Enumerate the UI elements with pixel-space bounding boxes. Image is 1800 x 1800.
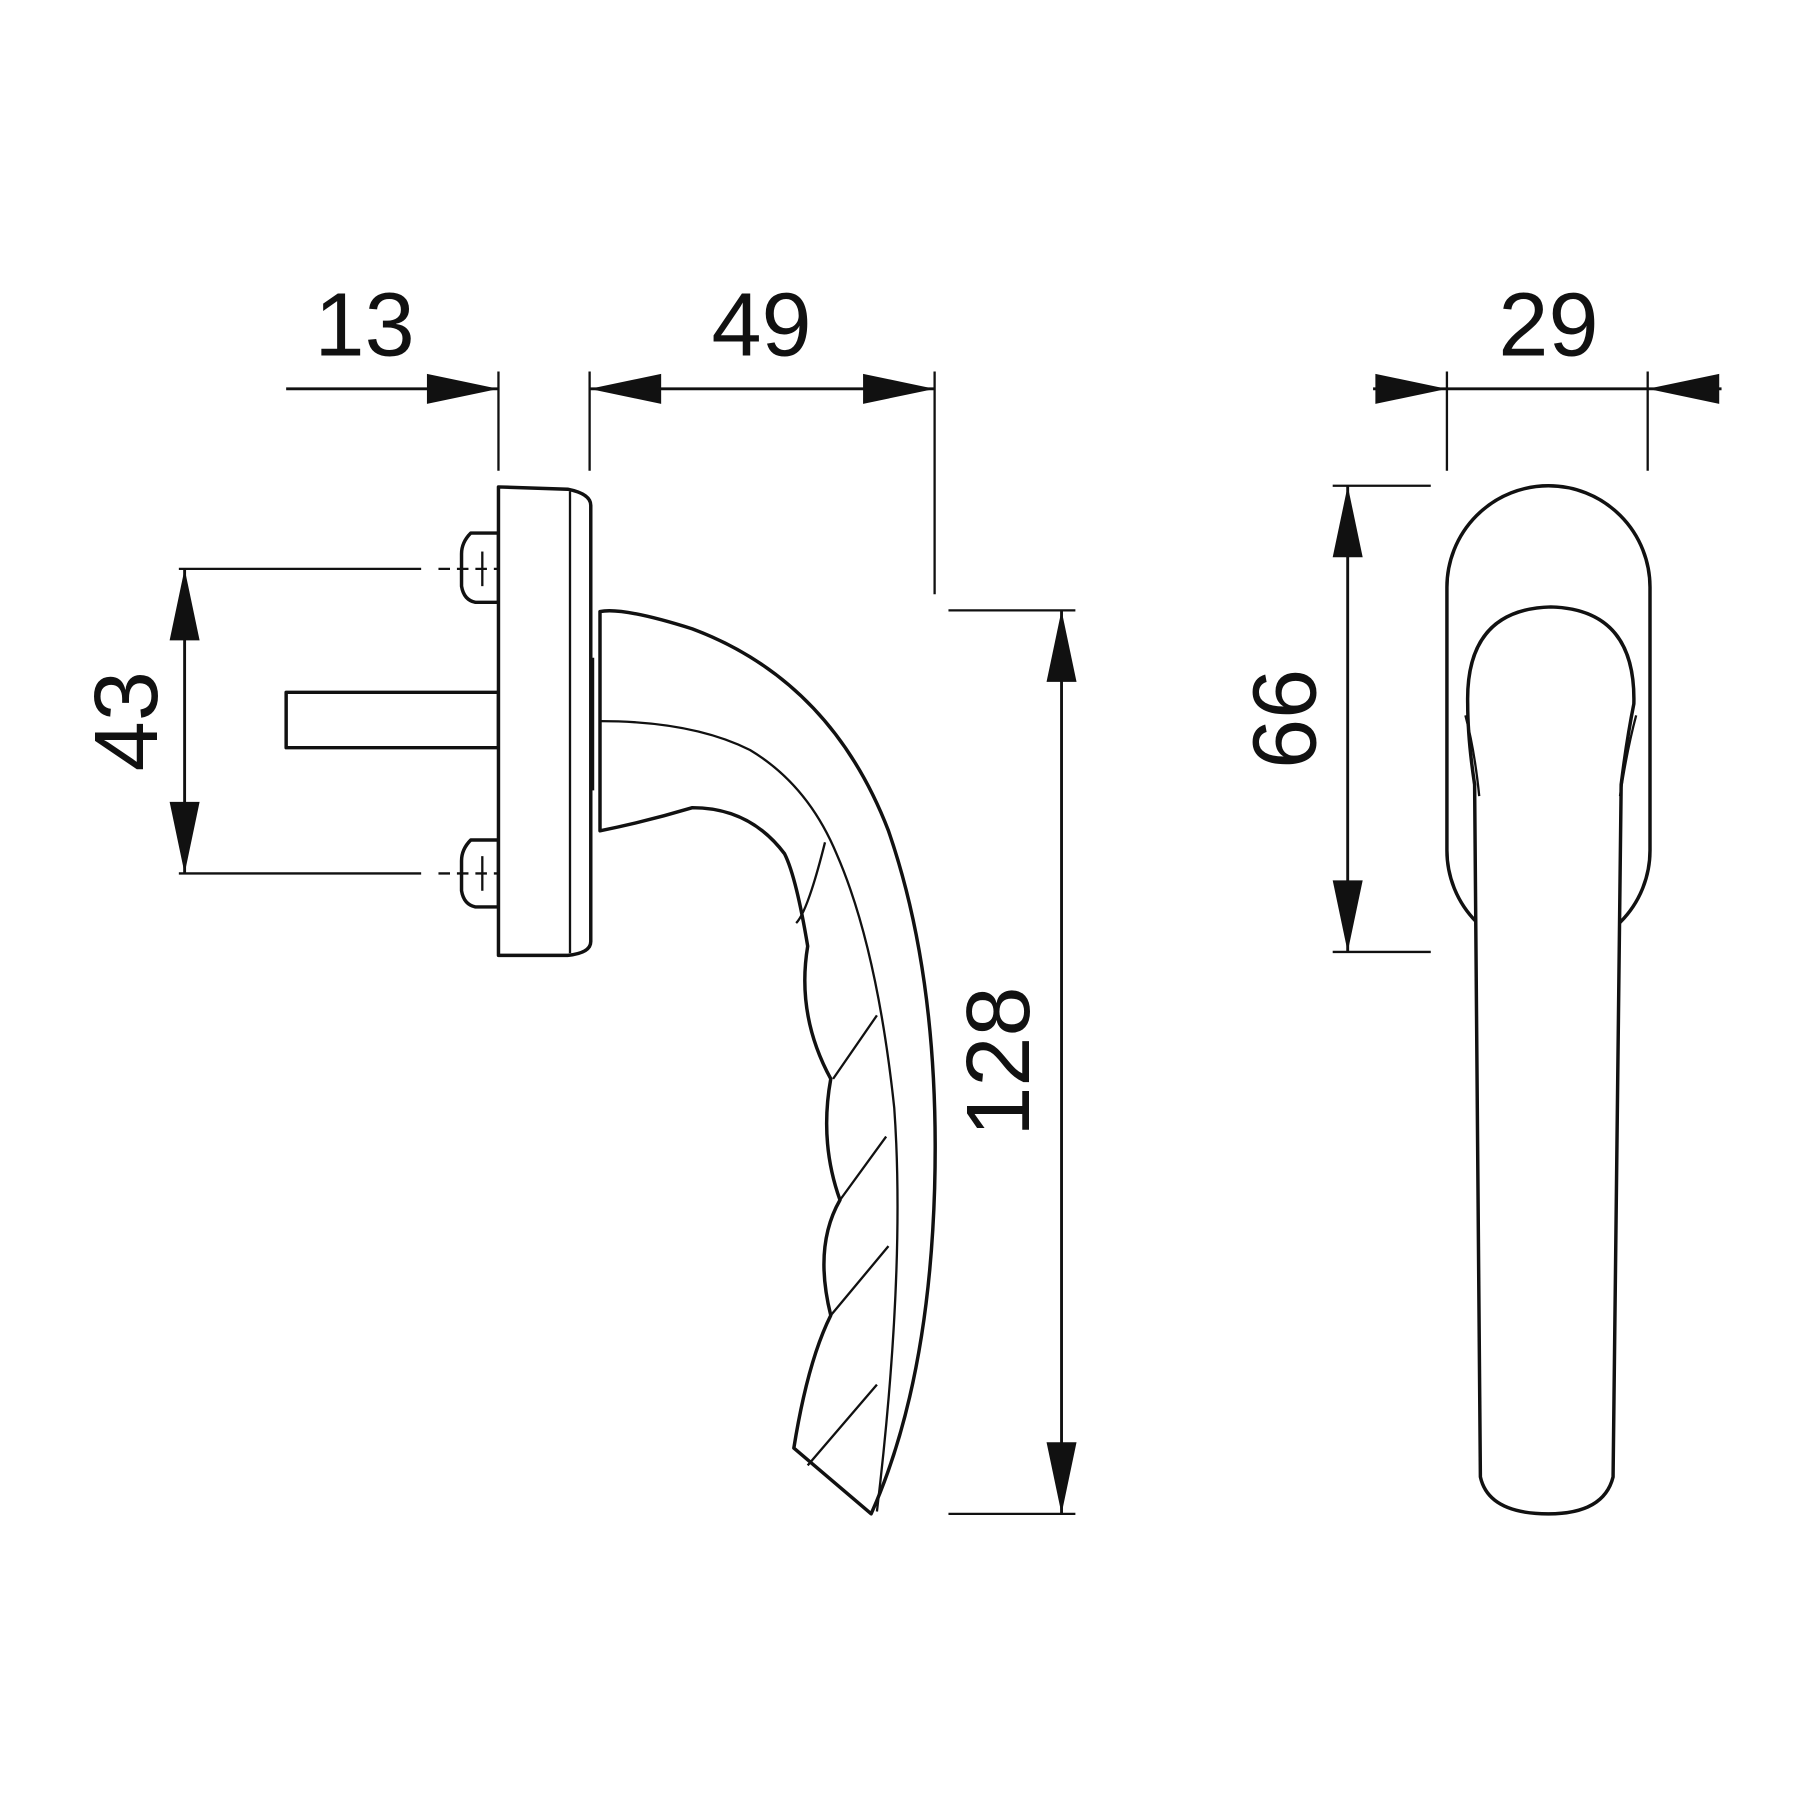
dimension-rose-height: 66 bbox=[1235, 484, 1431, 954]
dimension-rose-width: 29 bbox=[1373, 275, 1722, 471]
dimension-label-29: 29 bbox=[1498, 275, 1598, 375]
dimension-rose-depth: 13 bbox=[286, 275, 591, 471]
dimension-label-13: 13 bbox=[315, 275, 415, 375]
screw-bottom bbox=[438, 838, 525, 909]
spindle bbox=[284, 690, 501, 750]
handle-lever bbox=[598, 609, 937, 1516]
dimension-label-66: 66 bbox=[1235, 669, 1335, 769]
side-view: 13 49 43 128 bbox=[77, 275, 1077, 1516]
dimension-label-43: 43 bbox=[77, 671, 177, 771]
dimension-label-49: 49 bbox=[711, 275, 811, 375]
dimension-handle-length: 128 bbox=[948, 609, 1077, 1515]
dimension-handle-projection: 49 bbox=[589, 275, 936, 595]
handle-front bbox=[1465, 605, 1636, 1516]
dimension-label-128: 128 bbox=[949, 986, 1049, 1136]
screw-top bbox=[438, 531, 525, 605]
rose-plate bbox=[496, 485, 593, 958]
front-view: 29 66 bbox=[1235, 275, 1722, 1516]
dimension-screw-spacing: 43 bbox=[77, 567, 422, 875]
